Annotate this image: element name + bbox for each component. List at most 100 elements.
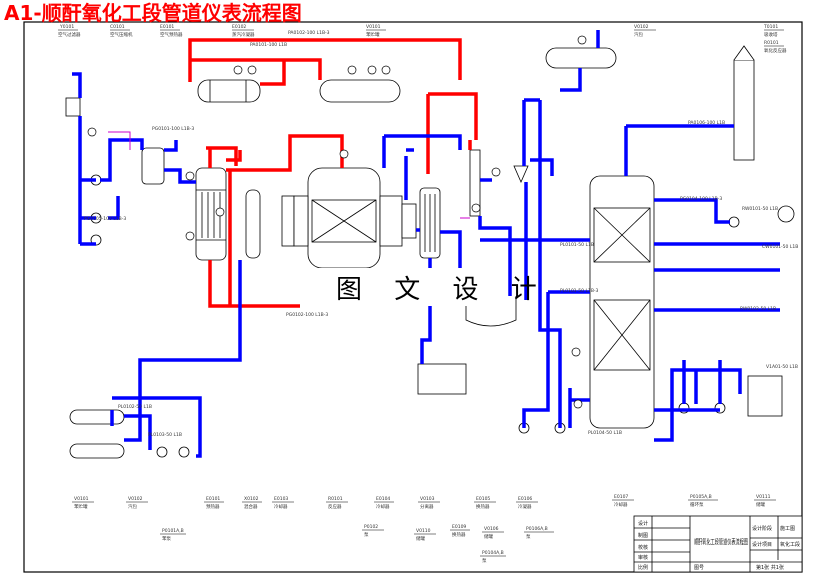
switch-condenser	[469, 149, 481, 217]
svg-text:R0101: R0101	[764, 40, 779, 46]
air-filter	[65, 97, 81, 117]
drawing-title: A1-顺酐氧化工段管道仪表流程图	[4, 1, 302, 25]
svg-text:Y0101: Y0101	[59, 24, 74, 30]
storage-drum	[69, 443, 125, 459]
title-block-right-label: 施工图	[780, 525, 795, 532]
watermark-backdrop	[318, 268, 494, 306]
svg-text:X0102: X0102	[244, 496, 259, 502]
title-block-drawing-title: 顺酐氧化工段管道仪表流程图	[694, 537, 748, 546]
svg-text:V0110: V0110	[416, 528, 431, 534]
svg-text:R0101: R0101	[328, 496, 343, 502]
svg-text:苯贮罐: 苯贮罐	[74, 503, 88, 510]
pump-icon	[156, 446, 168, 458]
instrument-icon	[339, 149, 349, 159]
svg-text:PA0101-100 L1B: PA0101-100 L1B	[250, 42, 287, 48]
svg-text:冷却器: 冷却器	[614, 501, 628, 508]
svg-text:P0105A,B: P0105A,B	[690, 494, 712, 500]
svg-text:E0101: E0101	[160, 24, 174, 30]
horizontal-drum	[319, 79, 401, 103]
svg-text:分离器: 分离器	[420, 503, 434, 510]
svg-text:E0109: E0109	[452, 524, 466, 530]
svg-text:P0101A,B: P0101A,B	[162, 528, 184, 534]
svg-text:PG0102-100 L1B-3: PG0102-100 L1B-3	[286, 312, 328, 318]
legend-entry: P0104A,B泵	[480, 550, 506, 564]
svg-text:V0111: V0111	[756, 494, 771, 500]
svg-text:空气过滤器: 空气过滤器	[58, 31, 81, 38]
svg-text:V0102: V0102	[634, 24, 649, 30]
product-tank	[417, 363, 467, 395]
svg-text:RW0102-50 L1B: RW0102-50 L1B	[740, 306, 776, 312]
pump-icon	[728, 216, 740, 228]
svg-text:E0102: E0102	[232, 24, 246, 30]
svg-text:E0103: E0103	[274, 496, 288, 502]
svg-text:E0107: E0107	[614, 494, 628, 500]
svg-text:P0104A,B: P0104A,B	[482, 550, 504, 556]
title-block-right-label: 设计项目	[752, 541, 772, 548]
instrument-icon	[367, 65, 377, 75]
exhaust-stack	[733, 59, 755, 161]
svg-text:苯泵: 苯泵	[162, 535, 171, 542]
svg-text:PL0101-50 L1B-3: PL0101-50 L1B-3	[560, 288, 599, 294]
title-block-label: 校核	[638, 544, 648, 551]
storage-drum	[69, 409, 125, 425]
title-block-label: 图号	[694, 565, 704, 571]
svg-text:换热器: 换热器	[476, 503, 490, 510]
svg-text:E0101: E0101	[206, 496, 220, 502]
svg-text:储罐: 储罐	[756, 501, 765, 508]
svg-text:V0106: V0106	[484, 526, 499, 532]
instrument-bubbles	[87, 35, 587, 409]
title-block-label: 设计	[638, 520, 648, 527]
title-block-right-label: 设计阶段	[752, 525, 772, 532]
svg-text:冷却器: 冷却器	[376, 503, 390, 510]
storage-tank-right	[747, 375, 783, 417]
svg-text:T0101: T0101	[763, 24, 778, 30]
steam-drum	[545, 47, 617, 69]
svg-text:V0101: V0101	[74, 496, 89, 502]
svg-text:汽包: 汽包	[634, 31, 643, 38]
mixer	[281, 195, 295, 247]
svg-text:PL0101-50 L1B: PL0101-50 L1B	[560, 242, 594, 248]
instrument-icon	[571, 347, 581, 357]
svg-text:PL0102-50 L1B: PL0102-50 L1B	[118, 404, 152, 410]
svg-text:储罐: 储罐	[484, 533, 493, 540]
svg-text:P0102: P0102	[364, 524, 378, 530]
instrument-icon	[233, 65, 243, 75]
svg-text:反应器: 反应器	[328, 503, 342, 510]
svg-text:汽包: 汽包	[128, 503, 137, 510]
svg-text:PL0104-50 L1B: PL0104-50 L1B	[588, 430, 622, 436]
instrument-icon	[215, 207, 225, 217]
svg-text:冷却器: 冷却器	[274, 503, 288, 510]
instrument-icon	[471, 203, 481, 213]
title-block-label: 比例	[638, 564, 648, 571]
svg-text:空气压缩机: 空气压缩机	[110, 31, 133, 38]
svg-text:C0101: C0101	[110, 24, 125, 30]
watermark: 图 文 设 计	[336, 275, 549, 305]
instrument-icon	[381, 65, 391, 75]
title-block-label: 审核	[638, 554, 648, 561]
title-block-sheet: 第1张 共1张	[756, 564, 784, 571]
vent-drum	[777, 205, 795, 223]
horizontal-exchanger	[197, 79, 261, 103]
svg-text:E0105: E0105	[476, 496, 490, 502]
svg-text:PG0101-100 L1B-3: PG0101-100 L1B-3	[152, 126, 194, 132]
svg-text:混合器: 混合器	[244, 503, 258, 510]
